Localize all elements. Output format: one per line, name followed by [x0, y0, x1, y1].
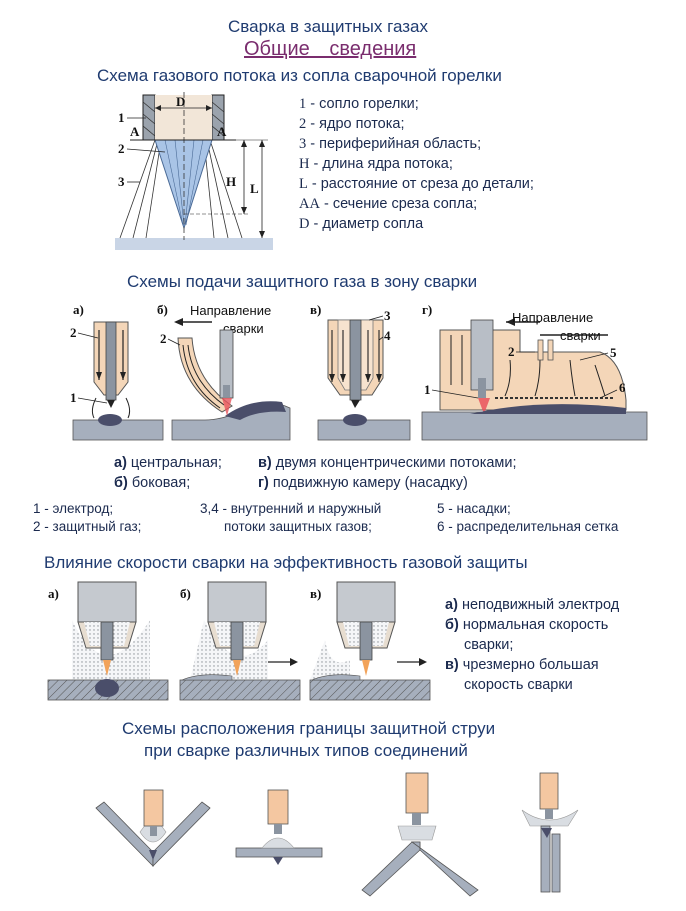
legend-item: D - диаметр сопла: [299, 216, 424, 232]
joint-v-open: [95, 789, 211, 867]
section1-heading: Схема газового потока из сопла сварочной…: [97, 66, 502, 85]
num-g5: 5: [610, 345, 617, 360]
label-3: 3: [118, 174, 125, 189]
section3-heading: Влияние скорости сварки на эффективность…: [44, 553, 528, 572]
section2-heading: Схемы подачи защитного газа в зону сварк…: [127, 272, 478, 291]
speed-legend-v: в) чрезмерно большая: [445, 657, 599, 673]
feed-type-v: в) двумя концентрическими потоками;: [258, 455, 517, 471]
num-a1: 1: [70, 390, 77, 405]
direction-g-line1: Направление: [512, 310, 593, 325]
legend-item: 1 - сопло горелки;: [299, 96, 419, 112]
label-2: 2: [118, 141, 125, 156]
num-v3: 3: [384, 308, 391, 323]
speed-fig-v: в): [310, 586, 321, 601]
legend-item: AA - сечение среза сопла;: [299, 196, 478, 212]
section4-heading-line1: Схемы расположения границы защитной стру…: [122, 719, 496, 738]
fig-label-g: г): [422, 302, 432, 317]
joint-tee: [235, 789, 323, 865]
fig-label-b: б): [157, 302, 168, 317]
section1-legend: 1 - сопло горелки; 2 - ядро потока; 3 - …: [299, 96, 534, 236]
feed-type-g: г) подвижную камеру (насадку): [258, 475, 468, 491]
label-D: D: [176, 94, 185, 109]
legend-item: 3 - периферийная область;: [299, 136, 482, 152]
num-v4: 4: [384, 328, 391, 343]
num-a2: 2: [70, 325, 77, 340]
label-A-right: A: [217, 124, 227, 139]
speed-legend-a: а) неподвижный электрод: [445, 597, 620, 613]
page-subtitle: Общие сведения: [244, 38, 417, 60]
label-1: 1: [118, 110, 125, 125]
workpiece-base: [115, 238, 273, 250]
feed-legend-c3r2: 6 - распределительная сетка: [437, 519, 619, 534]
direction-g-line2: сварки: [560, 328, 601, 343]
page-title: Сварка в защитных газах: [228, 17, 428, 36]
feed-legend-c3r1: 5 - насадки;: [437, 501, 511, 516]
feed-legend-c1r1: 1 - электрод;: [33, 501, 114, 516]
label-A-left: A: [130, 124, 140, 139]
num-g1: 1: [424, 382, 431, 397]
legend-item: 2 - ядро потока;: [299, 116, 405, 132]
base-metal-g: [421, 411, 648, 441]
speed-base-v: [309, 679, 431, 701]
fig-label-v: в): [310, 302, 321, 317]
legend-item: H - длина ядра потока;: [299, 156, 453, 172]
speed-legend-b-cont: сварки;: [464, 637, 514, 653]
feed-legend-c2r2: потоки защитных газов;: [224, 519, 372, 534]
label-L: L: [250, 181, 259, 196]
legend-item: L - расстояние от среза до детали;: [299, 176, 534, 192]
speed-legend-b: б) нормальная скорость: [445, 617, 609, 633]
feed-legend-c2r1: 3,4 - внутренний и наружный: [200, 501, 382, 516]
feed-type-b: б) боковая;: [114, 475, 191, 491]
label-H: H: [226, 174, 236, 189]
fig-label-a: а): [73, 302, 84, 317]
speed-fig-b: б): [180, 586, 191, 601]
speed-fig-a: а): [48, 586, 59, 601]
joint-y: [361, 772, 479, 897]
num-g2: 2: [508, 344, 515, 359]
num-b2: 2: [160, 331, 167, 346]
speed-legend-v-cont: скорость сварки: [464, 677, 573, 693]
num-g6: 6: [619, 380, 626, 395]
section3-legend: а) неподвижный электрод б) нормальная ск…: [445, 595, 619, 695]
feed-legend-c1r2: 2 - защитный газ;: [33, 519, 142, 534]
section4-heading-line2: при сварке различных типов соединений: [144, 741, 468, 760]
joint-corner: [521, 772, 579, 893]
feed-type-a: а) центральная;: [114, 455, 222, 471]
speed-base-b: [179, 679, 301, 701]
direction-b-line1: Направление: [190, 303, 271, 318]
